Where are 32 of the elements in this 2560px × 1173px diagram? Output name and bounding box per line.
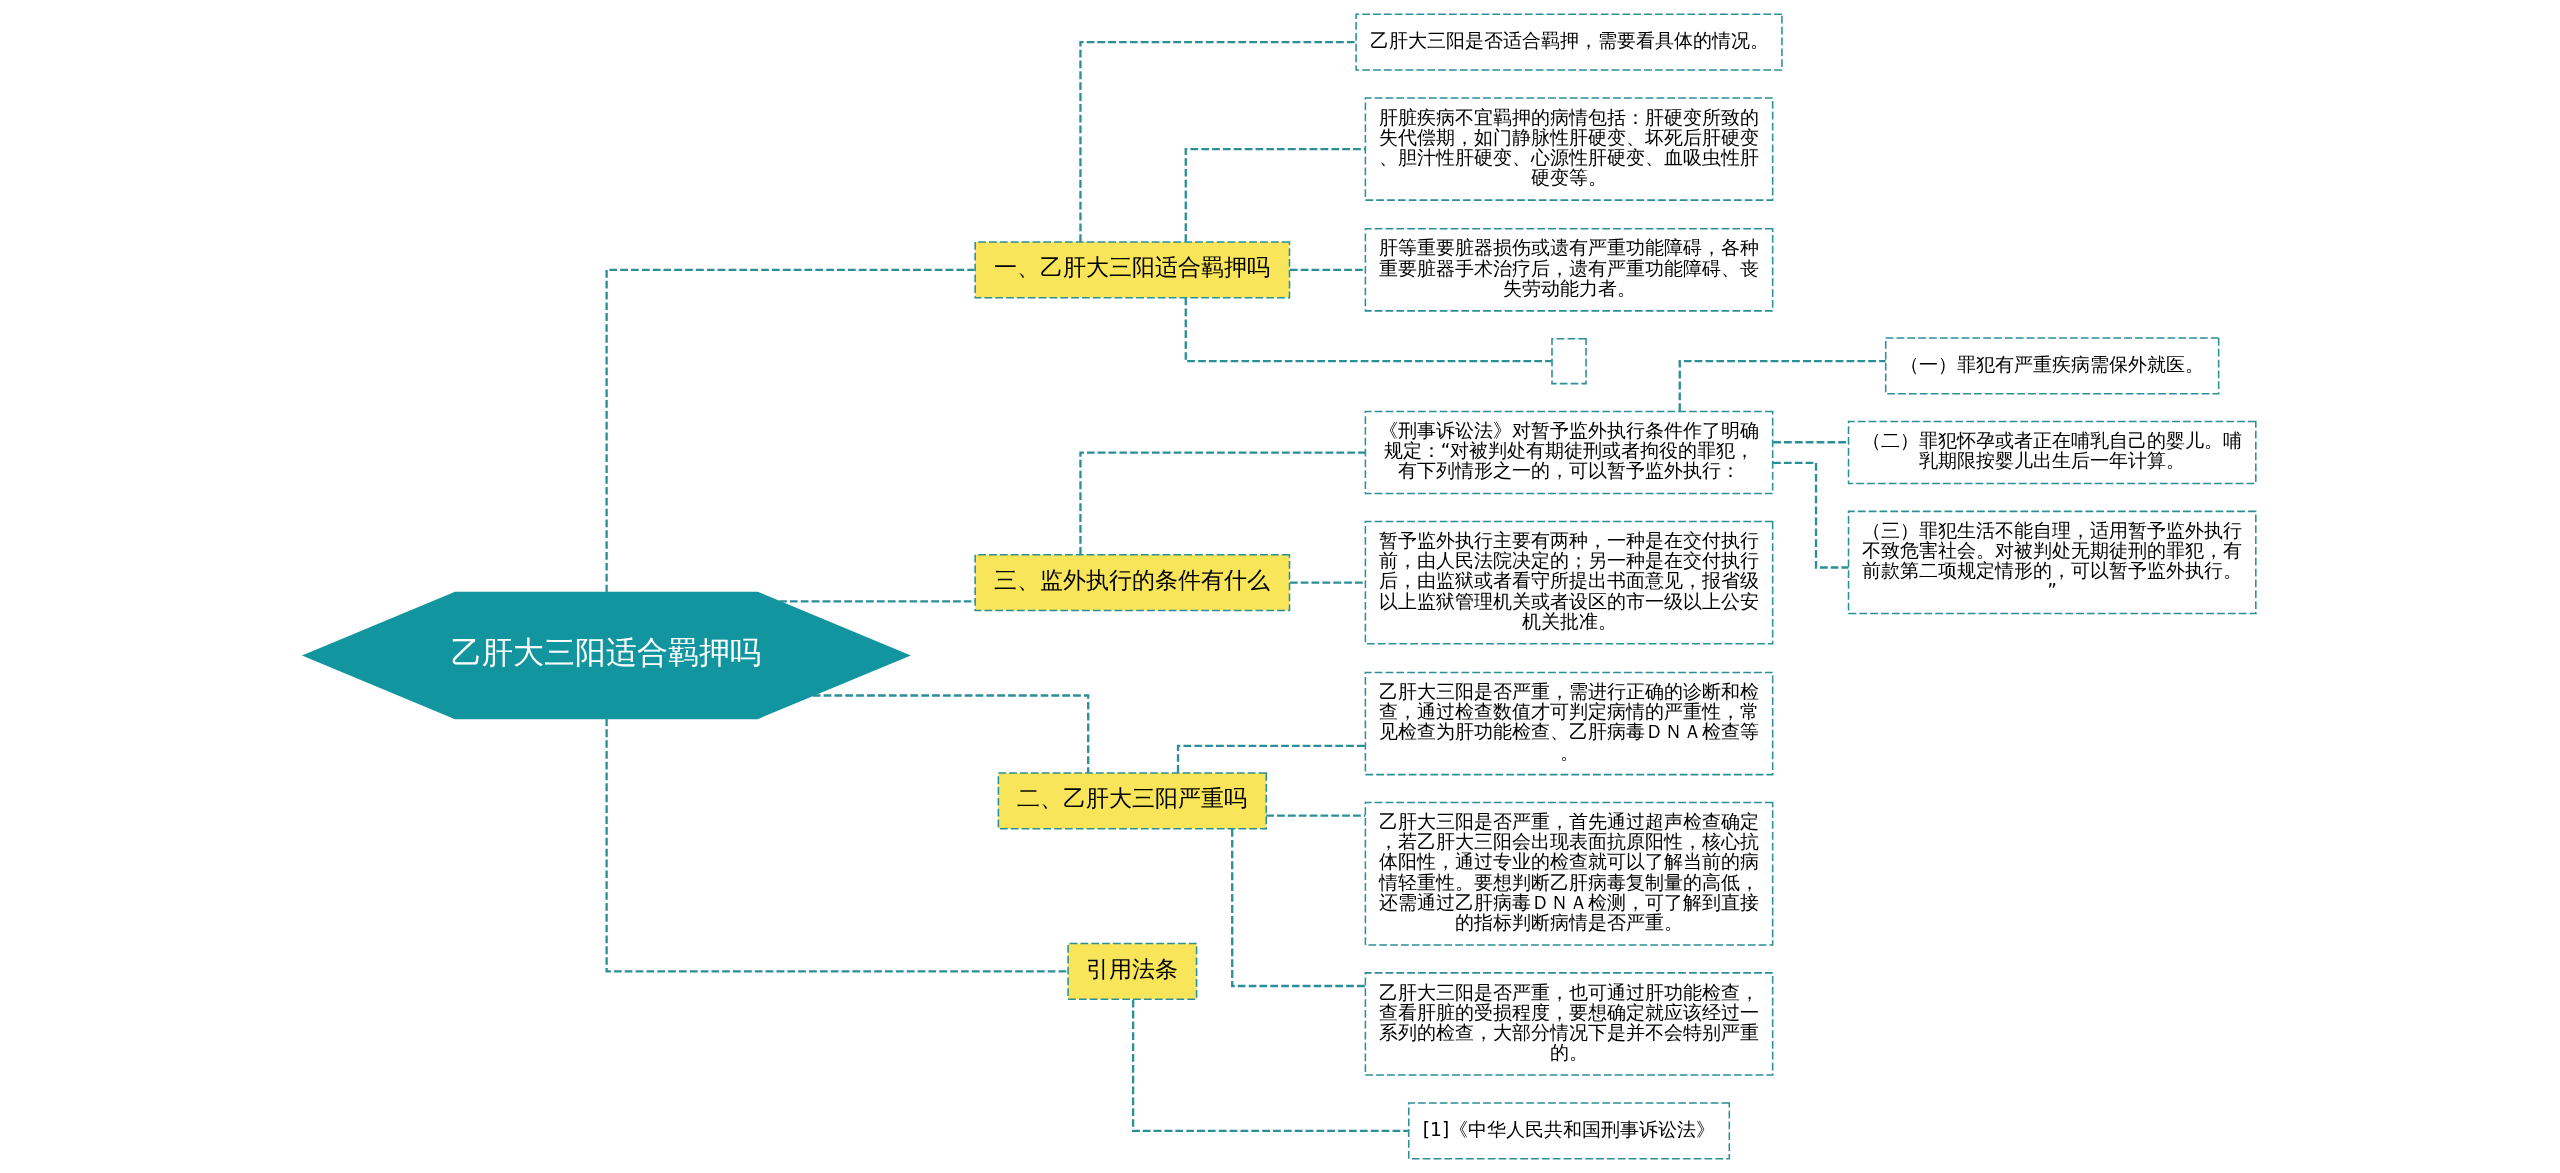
node-box: 乙肝大三阳是否严重，首先通过超声检查确定，若乙肝大三阳会出现表面抗原阳性，核心抗体阳性，通过专业的检查就可以了解当前的病情轻重性。要想判断乙肝病毒复制量的高低，还需通过乙肝病毒ＤＮＡ检测，可了解到直接的指标判断病情是否严重。 (1364, 801, 1774, 946)
connector (1773, 441, 1848, 444)
connector (1290, 268, 1366, 271)
connector (1266, 814, 1366, 817)
node-box: 乙肝大三阳是否严重，需进行正确的诊断和检查，通过检查数值才可判定病情的严重性，常见检查为肝功能检查、乙肝病毒ＤＮＡ检查等。 (1364, 671, 1774, 776)
node-box: 引用法条 (1067, 942, 1198, 1000)
node-box: 《刑事诉讼法》对暂予监外执行条件作了明确规定：“对被判处有期徒刑或者拘役的罪犯，有下列情形之一的，可以暂予监外执行： (1364, 410, 1774, 495)
connector (1184, 147, 1366, 242)
node-box: 一、乙肝大三阳适合羁押吗 (974, 241, 1291, 299)
connector (1184, 297, 1552, 363)
connector (605, 718, 1068, 973)
node-box: 乙肝大三阳是否适合羁押，需要看具体的情况。 (1355, 13, 1783, 71)
node-box (1551, 337, 1587, 385)
connector (1290, 581, 1366, 584)
node-box: （二）罪犯怀孕或者正在哺乳自己的婴儿。哺乳期限按婴儿出生后一年计算。 (1847, 420, 2257, 485)
node-box: [1]《中华人民共和国刑事诉讼法》 (1407, 1102, 1731, 1160)
connector (812, 694, 1090, 773)
connector (1131, 999, 1409, 1132)
connector (1678, 360, 1886, 412)
node-box: 肝脏疾病不宜羁押的病情包括：肝硬变所致的失代偿期，如门静脉性肝硬变、坏死后肝硬变、胆汁性肝硬变、心源性肝硬变、血吸虫性肝硬变等。 (1364, 97, 1774, 201)
node-box: 乙肝大三阳是否严重，也可通过肝功能检查，查看肝脏的受损程度，要想确定就应该经过一系列的检查，大部分情况下是并不会特别严重的。 (1364, 972, 1774, 1076)
node-box: 二、乙肝大三阳严重吗 (997, 772, 1268, 830)
node-box: 肝等重要脏器损伤或遗有严重功能障碍，各种重要脏器手术治疗后，遗有严重功能障碍、丧失劳动能力者。 (1364, 228, 1774, 312)
node-box: 三、监外执行的条件有什么 (974, 553, 1291, 612)
connector (1079, 451, 1366, 555)
connector (1079, 41, 1356, 242)
node-box: （一）罪犯有严重疾病需保外就医。 (1884, 337, 2220, 395)
node-box: （三）罪犯生活不能自理，适用暂予监外执行不致危害社会。对被判处无期徒刑的罪犯，有前款第二项规定情形的，可以暂予监外执行。” (1847, 510, 2257, 615)
connector (779, 600, 975, 603)
node-box: 暂予监外执行主要有两种，一种是在交付执行前，由人民法院决定的；另一种是在交付执行后，由监狱或者看守所提出书面意见，报省级以上监狱管理机关或者设区的市一级以上公安机关批准。 (1364, 520, 1774, 645)
connector (1231, 829, 1366, 988)
connector (605, 268, 975, 593)
